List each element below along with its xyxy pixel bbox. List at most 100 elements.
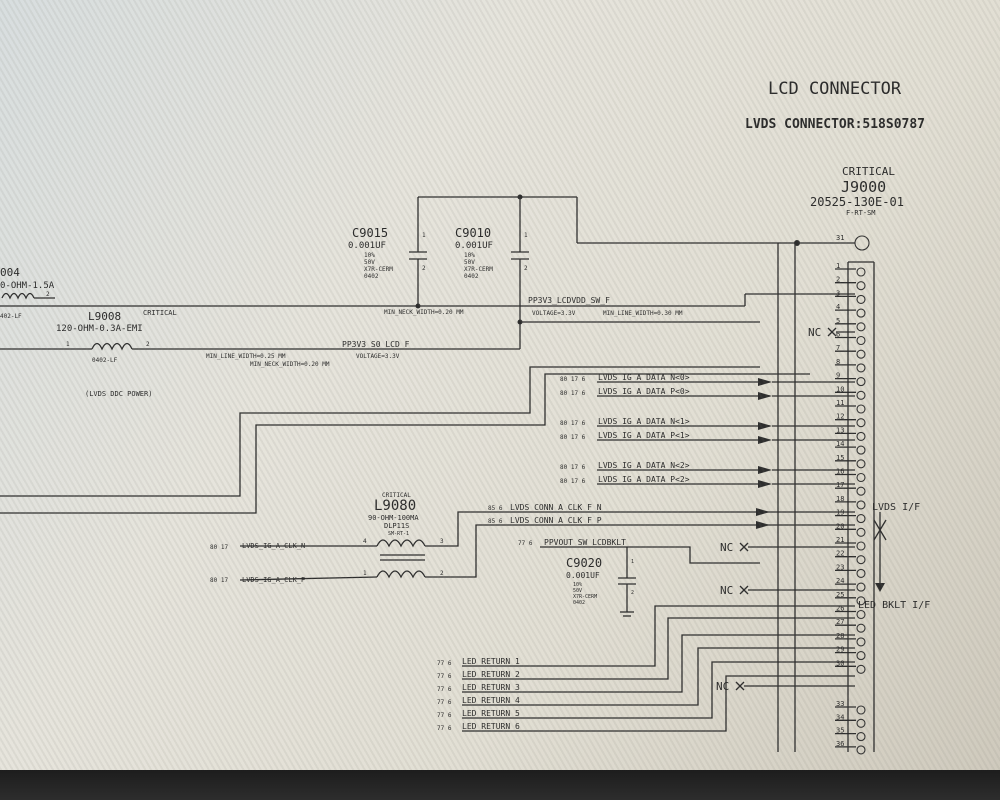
nc-label: NC <box>808 326 821 339</box>
inductor-l9004: 004 0-OHM-1.5A 402-LF 2 <box>0 266 55 320</box>
pin-number: 21 <box>836 536 844 544</box>
data-net-label: LVDS_IG_A_DATA_N<0> <box>598 373 690 382</box>
inductor-value: 0-OHM-1.5A <box>0 281 55 291</box>
connector-pin: 4 <box>835 303 866 318</box>
capacitor-tolerance: 10% <box>573 582 582 588</box>
capacitor-dielectric: X7R-CERM <box>573 594 597 600</box>
page-ref: 80 17 6 <box>560 434 586 441</box>
pin-number: 16 <box>836 468 844 476</box>
net-line-width: MIN_LINE_WIDTH=0.30 MM <box>603 310 683 317</box>
choke-pin: 1 <box>363 570 367 577</box>
capacitor-value: 0.001UF <box>455 241 493 251</box>
inductor-package: 402-LF <box>0 313 22 320</box>
led-return-label: LED_RETURN_2 <box>462 670 520 679</box>
inductor-critical-tag: CRITICAL <box>143 309 177 317</box>
capacitor-ref: C9015 <box>352 226 388 240</box>
pin-number: 25 <box>836 591 844 599</box>
page-ref: 80 17 6 <box>560 478 586 485</box>
pin-number: 7 <box>836 344 840 352</box>
connector-pin: 11 <box>835 399 866 414</box>
capacitor-c9010: C9010 0.001UF 10% 50V X7R-CERM 0402 1 2 <box>455 194 760 322</box>
pin-number: 2 <box>836 276 840 284</box>
led-return-net: 77 6 LED_RETURN_3 <box>437 634 855 693</box>
inductor-pin: 2 <box>46 291 50 298</box>
data-net-label: LVDS_IG_A_DATA_P<0> <box>598 387 690 396</box>
page-ref: 77 6 <box>437 686 452 693</box>
connector-pins: 1234567891011121314151617181920212223242… <box>835 262 866 755</box>
capacitor-pin: 1 <box>524 232 528 239</box>
pin-number: 8 <box>836 358 840 366</box>
connector-pin: 34 <box>835 713 866 728</box>
inductor-package: 0402-LF <box>92 357 118 364</box>
pin-number: 31 <box>836 234 844 242</box>
connector-pin: 12 <box>835 413 866 428</box>
capacitor-ref: C9020 <box>566 556 602 570</box>
connector-pin: 10 <box>835 385 866 400</box>
page-ref: 80 17 6 <box>560 376 586 383</box>
pin-number: 5 <box>836 317 840 325</box>
capacitor-value: 0.001UF <box>348 241 386 251</box>
pin-number: 30 <box>836 659 844 667</box>
connector-pin: 21 <box>835 536 866 551</box>
connector-shield-pin <box>854 235 870 251</box>
pin-number: 26 <box>836 605 844 613</box>
net-label: PP3V3_LCDVDD_SW_F <box>528 296 610 305</box>
data-net-label: LVDS_IG_A_DATA_P<1> <box>598 431 690 440</box>
page-ref: 80 17 6 <box>560 420 586 427</box>
connector-pin: 15 <box>835 454 866 469</box>
choke-l9080: CRITICAL L9080 90-OHM-100MA DLP11S SM-RT… <box>210 492 445 584</box>
connector-pin: 28 <box>835 632 866 647</box>
interface-annotations: LVDS I/F LED BKLT I/F <box>858 502 930 611</box>
connector-pin: 5 <box>835 317 866 332</box>
lvds-data-nets: 80 17 6 LVDS_IG_A_DATA_N<0> 80 17 6 LVDS_IG… <box>560 373 855 488</box>
choke-value: 90-OHM-100MA <box>368 514 419 522</box>
net-line-width: MIN_LINE_WIDTH=0.25 MM <box>206 353 286 360</box>
capacitor-dielectric: X7R-CERM <box>464 266 493 273</box>
led-return-label: LED_RETURN_3 <box>462 683 520 692</box>
pin-number: 35 <box>836 727 844 735</box>
schematic-screen: LCD CONNECTOR LVDS CONNECTOR:518S0787 CR… <box>0 0 1000 770</box>
pin-number: 9 <box>836 372 840 380</box>
ppvout-net: 77 6 PPVOUT_SW_LCDBKLT C9020 0.001UF 10%… <box>518 538 760 617</box>
choke-model: DLP11S <box>384 522 409 530</box>
led-return-label: LED_RETURN_1 <box>462 657 520 666</box>
connector-pin: 6 <box>835 331 866 346</box>
led-interface-label: LED BKLT I/F <box>858 600 930 611</box>
clk-conn-n: LVDS_CONN_A_CLK_F_N <box>510 503 602 512</box>
page-ref: 80 17 <box>210 544 228 551</box>
connector-pin: 9 <box>835 372 866 387</box>
connector-subtitle: LVDS CONNECTOR:518S0787 <box>745 117 925 132</box>
rail-pp3v3-lcdvdd: PP3V3_LCDVDD_SW_F VOLTAGE=3.3V MIN_LINE_… <box>0 293 855 317</box>
pin-number: 20 <box>836 522 844 530</box>
schematic-canvas: LCD CONNECTOR LVDS CONNECTOR:518S0787 CR… <box>0 79 930 755</box>
capacitor-value: 0.001UF <box>566 571 600 580</box>
pin-number: 11 <box>836 399 844 407</box>
data-net-label: LVDS_IG_A_DATA_N<1> <box>598 417 690 426</box>
connector-pin: 29 <box>835 646 866 661</box>
connector-pin: 17 <box>835 481 866 496</box>
connector-pin: 35 <box>835 727 866 742</box>
pin-number: 10 <box>836 385 844 393</box>
choke-ref: L9080 <box>374 498 416 514</box>
nc-marker: NC <box>720 584 855 597</box>
ddc-power-note: (LVDS DDC POWER) <box>85 390 152 398</box>
pin-number: 22 <box>836 550 844 558</box>
connector-pin: 36 <box>835 740 866 755</box>
pin-number: 29 <box>836 646 844 654</box>
connector-pin: 24 <box>835 577 866 592</box>
capacitor-package: 0402 <box>464 273 479 280</box>
connector-pin: 13 <box>835 426 866 441</box>
nc-marker: NC <box>808 326 855 339</box>
clk-conn-p: LVDS_CONN_A_CLK_F_P <box>510 516 602 525</box>
connector-ref: J9000 <box>841 178 886 196</box>
led-return-label: LED_RETURN_6 <box>462 722 520 731</box>
net-neck-width: MIN_NECK_WIDTH=0.20 MM <box>250 361 330 368</box>
pin-number: 24 <box>836 577 844 585</box>
nc-label: NC <box>716 680 729 693</box>
clk-pair: 85 6 LVDS_CONN_A_CLK_F_N 85 6 LVDS_CONN_… <box>445 503 855 578</box>
capacitor-tolerance: 10% <box>464 252 475 259</box>
